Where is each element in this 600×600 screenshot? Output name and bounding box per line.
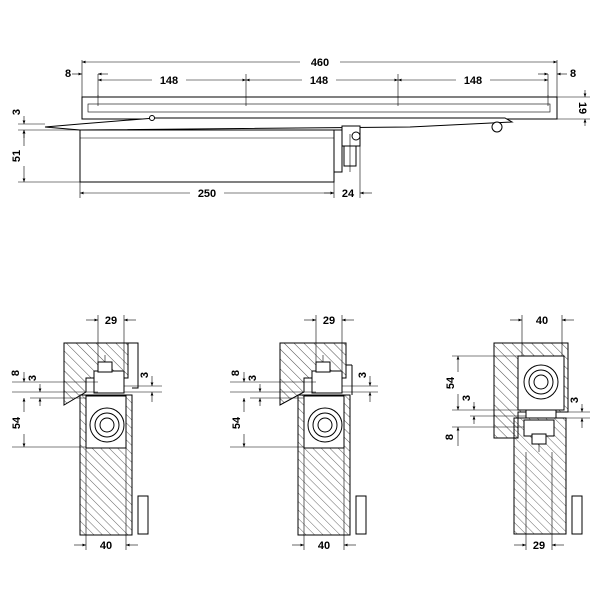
s3-dim-54: 54 (445, 376, 457, 389)
dim-end-offset-left: 8 (65, 68, 71, 80)
s2-dim-3-left: 3 (247, 375, 259, 381)
s2-dim-54: 54 (231, 416, 243, 429)
s1-dim-3-left: 3 (27, 375, 39, 381)
arm-assembly (333, 125, 361, 173)
s2-dim-8: 8 (230, 370, 242, 376)
dim-overall-length: 460 (311, 57, 329, 69)
top-view: 460 148 148 148 8 8 19 3 (11, 55, 590, 200)
s2-dim-bottom-width: 40 (318, 540, 330, 552)
s1-dim-54: 54 (11, 416, 23, 429)
s1-dim-8: 8 (10, 370, 22, 376)
dim-arm-offset: 24 (342, 188, 355, 200)
section-2: 29 8 3 54 3 40 (230, 315, 378, 552)
dim-segment-2: 148 (310, 75, 328, 87)
rail-slot (87, 103, 551, 113)
closer-body (79, 129, 335, 183)
dim-rail-height: 19 (576, 102, 588, 114)
dim-segment-1: 148 (160, 75, 178, 87)
section-3: 40 54 3 8 3 29 (444, 315, 590, 552)
dim-segment-3: 148 (464, 75, 482, 87)
s1-dim-3-right: 3 (139, 372, 151, 378)
dim-body-height: 51 (11, 150, 23, 162)
dim-gap-height: 3 (11, 109, 23, 115)
dim-end-offset-right: 8 (570, 68, 576, 80)
s3-dim-top-width: 40 (536, 315, 548, 327)
rail-end-roller (491, 121, 503, 133)
s2-dim-3-right: 3 (357, 372, 369, 378)
mounting-plate (44, 117, 514, 131)
s1-dim-top-width: 29 (105, 315, 117, 327)
s3-dim-8: 8 (444, 434, 456, 440)
s3-dim-bottom-width: 29 (533, 540, 545, 552)
dim-body-length: 250 (198, 188, 216, 200)
s1-dim-bottom-width: 40 (100, 540, 112, 552)
s2-dim-top-width: 29 (323, 315, 335, 327)
s3-dim-3-right: 3 (569, 397, 581, 403)
s3-dim-3-upper: 3 (461, 395, 473, 401)
section-1: 29 8 3 54 3 40 (10, 315, 162, 552)
